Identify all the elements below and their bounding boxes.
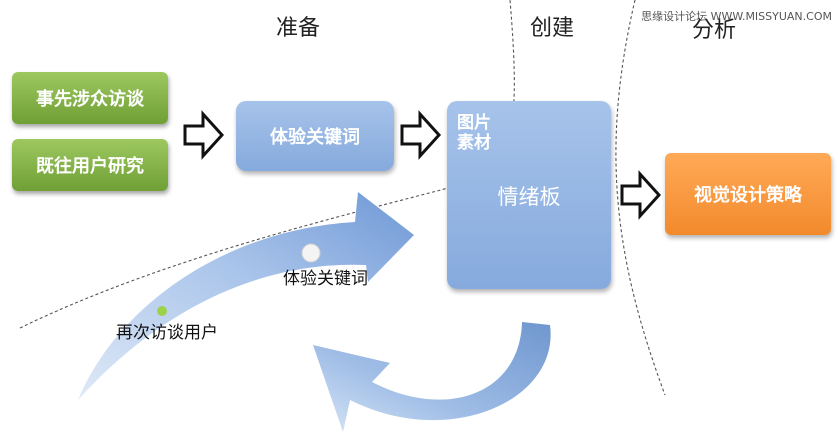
phase-create-label: 创建 <box>530 16 575 41</box>
mood-board-title: 情绪板 <box>497 185 561 209</box>
box-user-research: 既往用户研究 <box>12 139 168 191</box>
divider-line-left <box>19 0 515 329</box>
revisit-dot <box>157 306 167 316</box>
box-visual-strategy: 视觉设计策略 <box>665 153 831 235</box>
watermark: 思缘设计论坛 WWW.MISSYUAN.COM <box>641 10 832 23</box>
box-experience-keywords: 体验关键词 <box>236 101 394 171</box>
mood-board-images-label: 图片 素材 <box>457 113 491 153</box>
divider-line-right <box>615 0 666 396</box>
phase-prepare-label: 准备 <box>276 16 321 41</box>
arrow-moodboard-to-strategy <box>620 170 662 220</box>
loop-revisit-label: 再次访谈用户 <box>116 323 218 343</box>
box-interview-stakeholders: 事先涉众访谈 <box>12 72 168 124</box>
arrow-sources-to-keywords <box>183 110 225 160</box>
loop-keywords-label: 体验关键词 <box>283 269 368 289</box>
phase-analyze-label: 分析 <box>692 18 737 43</box>
loop-big-arrow <box>78 192 414 400</box>
return-curve-arrow <box>313 322 551 432</box>
arrow-keywords-to-moodboard <box>400 110 442 160</box>
keyword-dot <box>301 243 321 263</box>
box-mood-board: 图片 素材 情绪板 <box>447 101 611 289</box>
